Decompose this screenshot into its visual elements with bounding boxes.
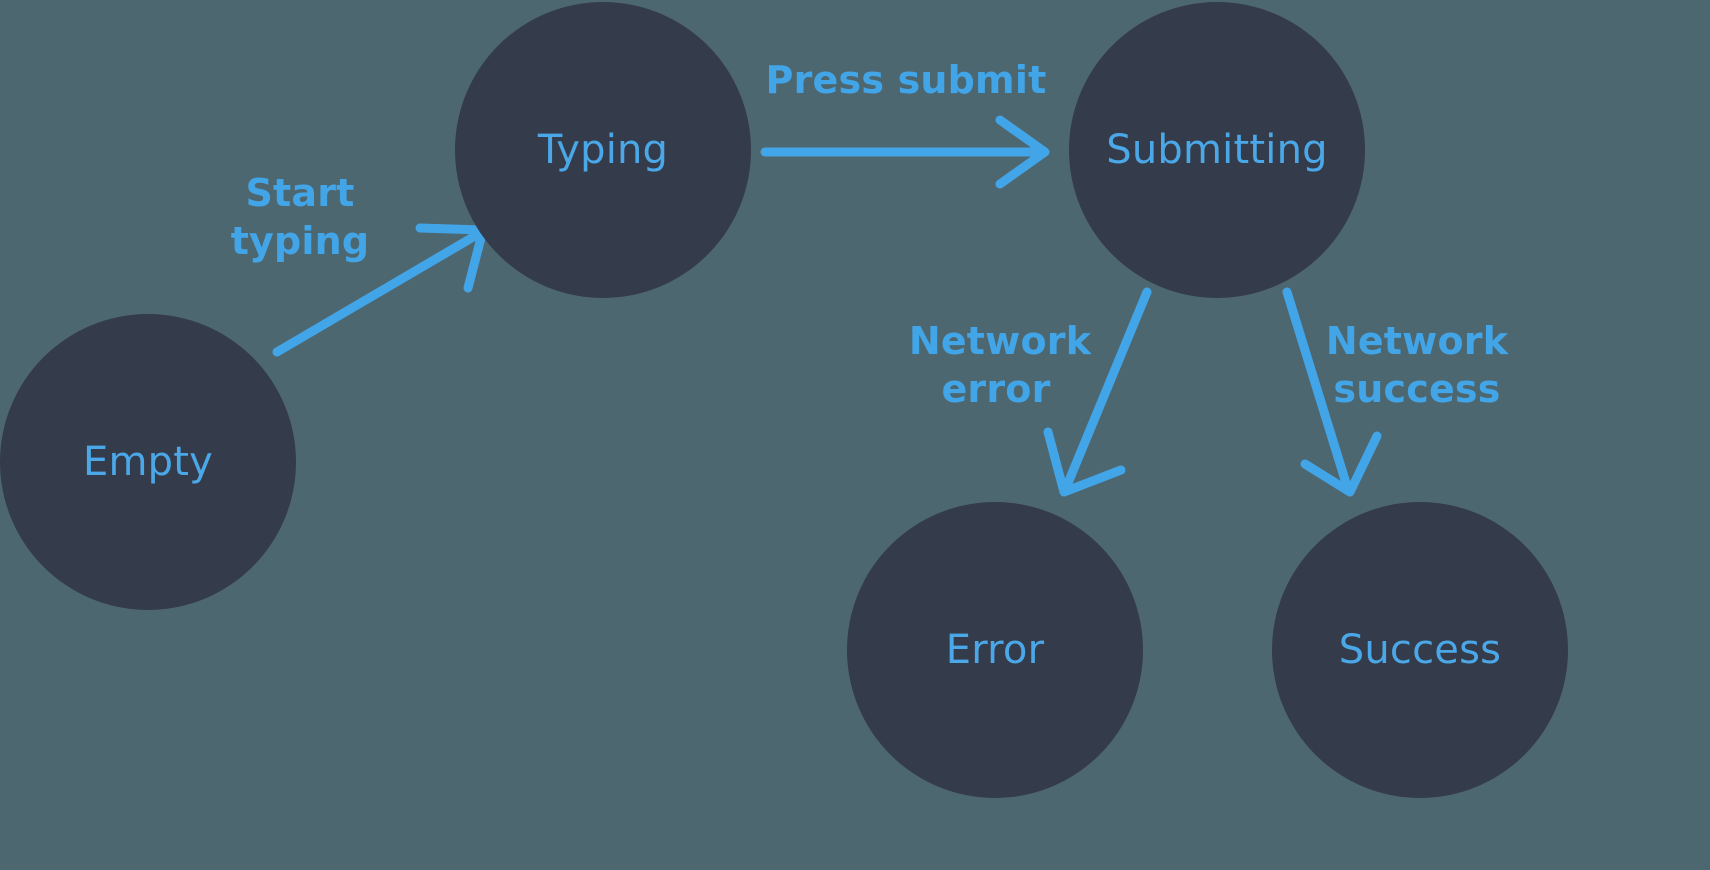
node-error-circle [847,502,1143,798]
edge-label-start-typing-line-1: Start [245,171,354,215]
nodes-layer: Empty Typing Submitting Error Success [0,2,1568,798]
node-error-label: Error [946,627,1045,673]
edge-submitting-to-success-line [1282,287,1351,488]
node-error[interactable]: Error [847,502,1143,798]
edge-empty-to-typing-line [272,228,485,357]
edge-label-network-error: Network error [909,319,1092,411]
edge-label-press-submit: Press submit [766,58,1047,102]
edge-submitting-to-success[interactable] [1282,287,1382,497]
node-success-circle [1272,502,1568,798]
node-empty[interactable]: Empty [0,314,296,610]
edge-label-network-error-line-2: error [941,367,1050,411]
edge-submitting-to-error-line [1063,287,1152,488]
edge-label-network-success: Network success [1326,319,1509,411]
node-typing-label: Typing [537,127,668,173]
edge-submitting-to-error-arrowhead [1043,427,1126,497]
edge-label-network-success-line-2: success [1333,367,1500,411]
edge-submitting-to-success-arrowhead [1300,431,1382,497]
edge-typing-to-submitting[interactable] [760,115,1050,189]
node-submitting-circle [1069,2,1365,298]
node-empty-label: Empty [83,439,213,485]
edge-typing-to-submitting-arrowhead [995,115,1050,189]
node-typing[interactable]: Typing [455,2,751,298]
node-submitting-label: Submitting [1106,127,1327,173]
node-success[interactable]: Success [1272,502,1568,798]
node-empty-circle [0,314,296,610]
edge-label-start-typing-line-2: typing [231,219,370,263]
edge-labels-layer: Start typing Press submit Network error … [231,58,1509,411]
edge-label-start-typing: Start typing [231,171,370,263]
edge-label-network-success-line-1: Network [1326,319,1509,363]
edge-label-network-error-line-1: Network [909,319,1092,363]
node-success-label: Success [1339,627,1501,673]
edge-submitting-to-error[interactable] [1043,287,1152,497]
node-submitting[interactable]: Submitting [1069,2,1365,298]
edges-layer [272,115,1382,497]
edge-label-press-submit-line-1: Press submit [766,58,1047,102]
node-typing-circle [455,2,751,298]
